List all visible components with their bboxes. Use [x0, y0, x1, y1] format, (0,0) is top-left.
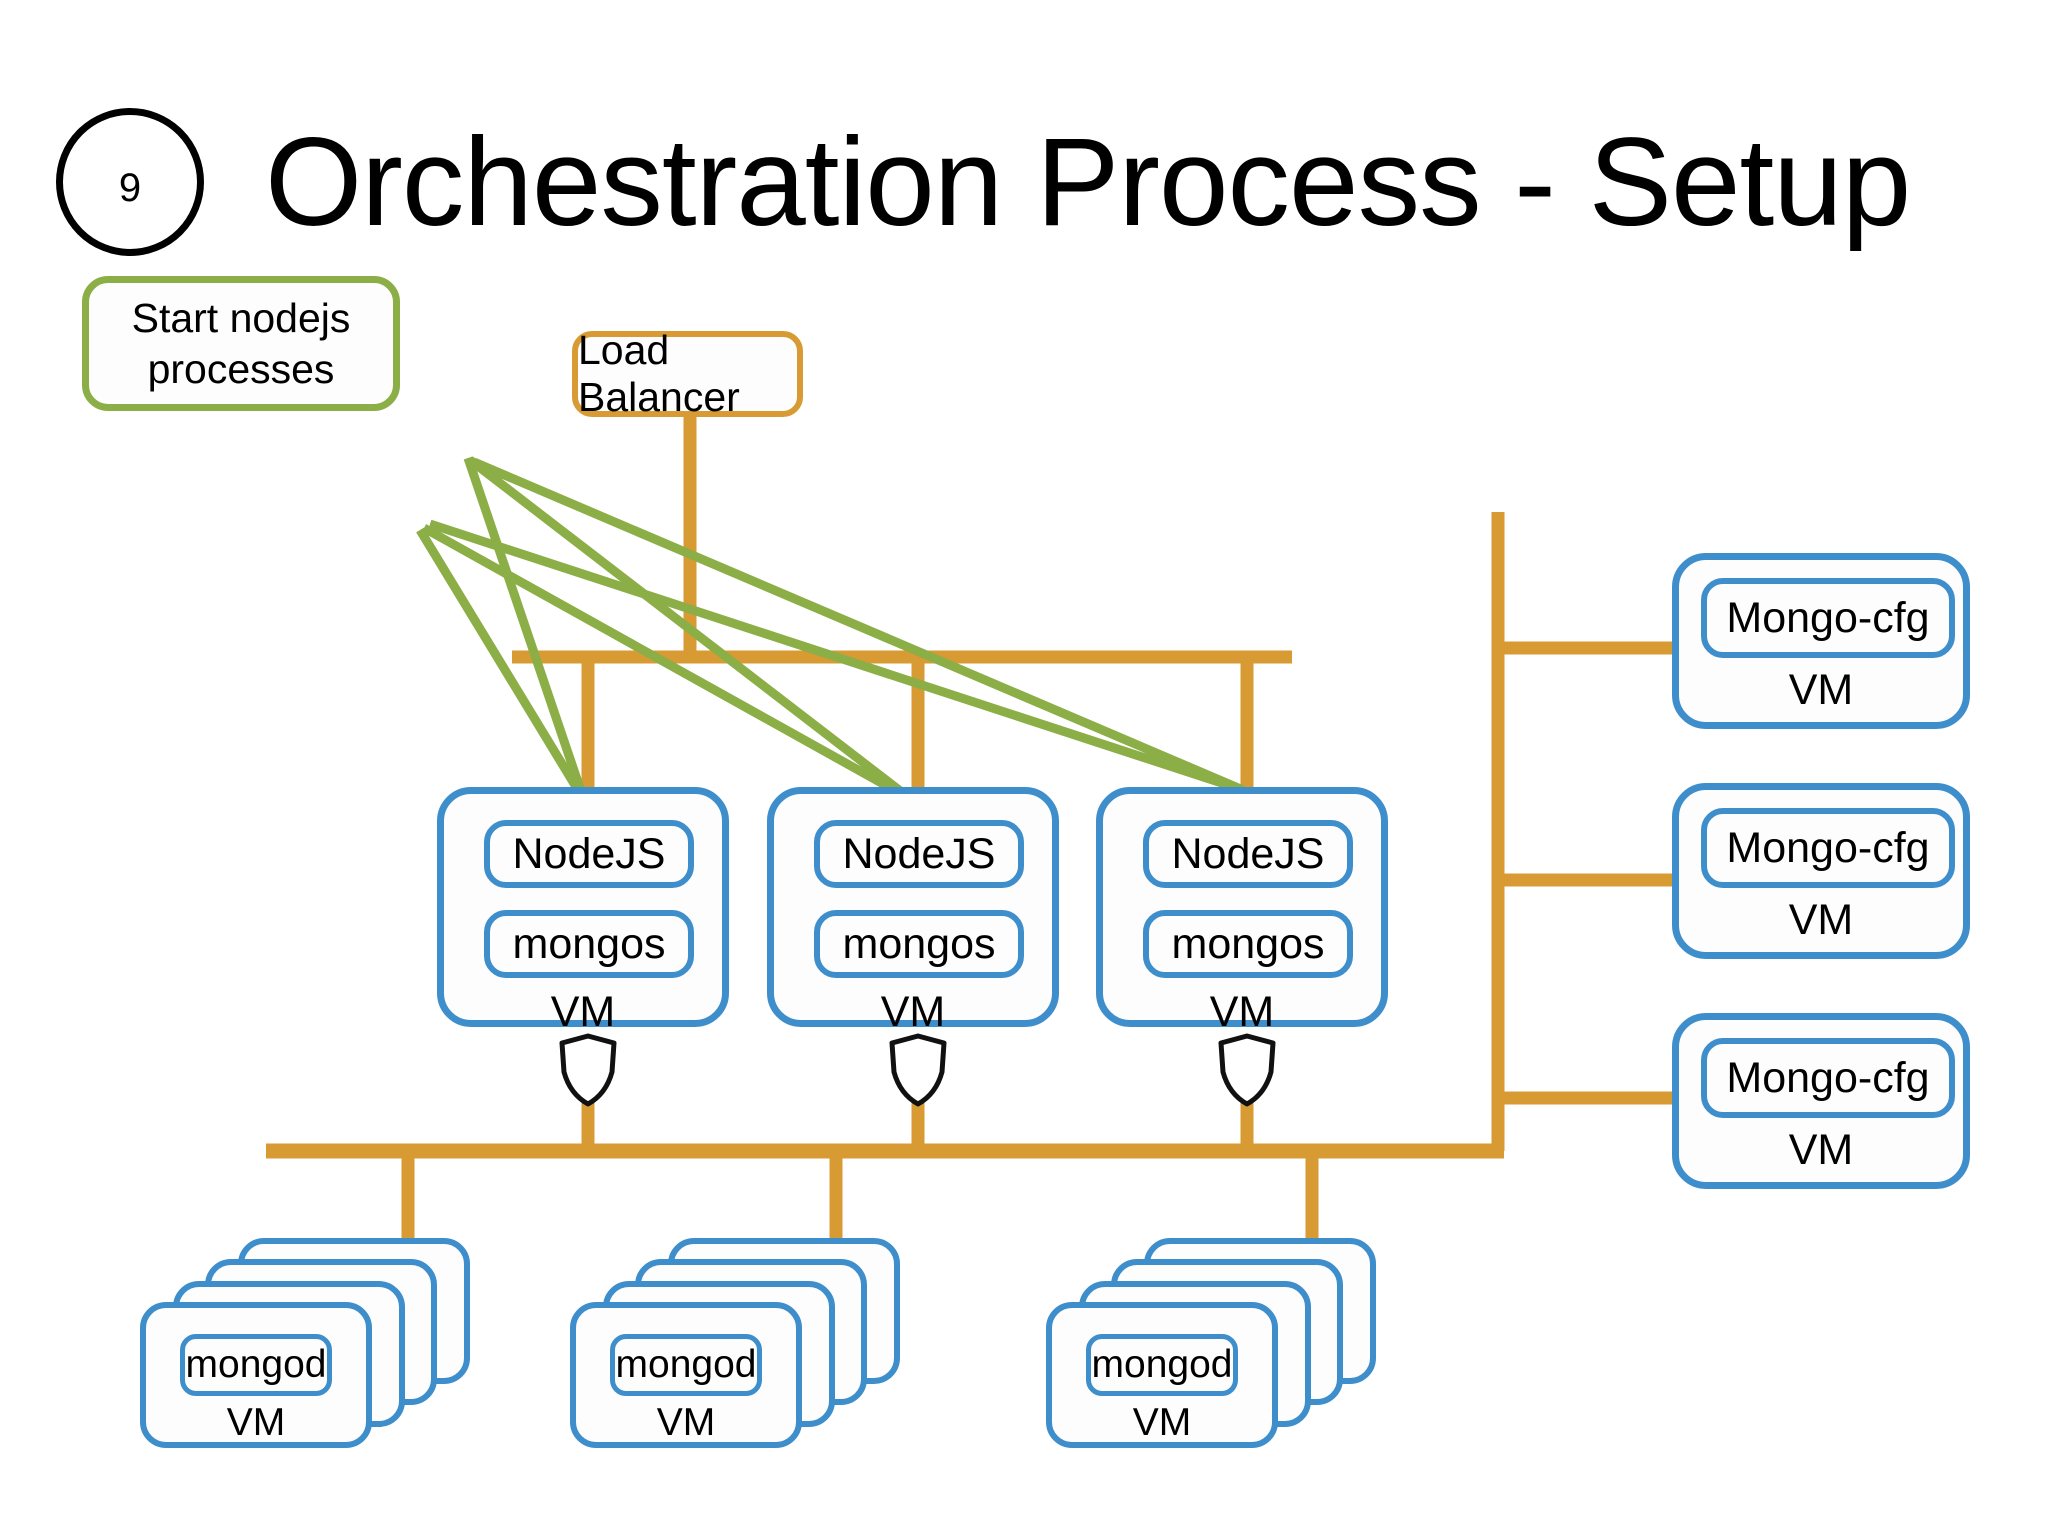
callout-line-2: processes [147, 345, 335, 392]
config-vm-3-label: Mongo-cfg [1726, 1053, 1930, 1102]
slide-number: 9 [118, 166, 142, 210]
app-vm-1-nodejs-label: NodeJS [512, 829, 666, 878]
shield-icon [1218, 1033, 1276, 1107]
slide-number-badge: 9 [56, 108, 204, 256]
app-vm-1-nodejs[interactable]: NodeJS [484, 820, 694, 888]
app-vm-3-mongos-label: mongos [1171, 919, 1325, 968]
wire-callout-tail-2 [416, 527, 588, 803]
config-vm-2[interactable]: Mongo-cfg VM [1672, 783, 1970, 959]
config-vm-3-service[interactable]: Mongo-cfg [1701, 1038, 1955, 1118]
shard-3-mongod-label: mongod [1091, 1343, 1233, 1386]
app-vm-3-nodejs[interactable]: NodeJS [1143, 820, 1353, 888]
shard-2-vm-label: VM [656, 1401, 716, 1444]
app-vm-2-vm-label: VM [880, 988, 946, 1036]
shard-1-vm-label: VM [226, 1401, 286, 1444]
load-balancer-label: Load Balancer [578, 327, 740, 420]
shield-icon [559, 1033, 617, 1107]
app-vm-3[interactable]: NodeJS mongos VM [1096, 787, 1388, 1036]
wire-callout-fan-2b [421, 524, 915, 804]
wire-callout-tail-1 [463, 456, 589, 802]
shard-stack-2[interactable]: mongod VM [570, 1238, 900, 1448]
app-vm-2-mongos[interactable]: mongos [814, 910, 1024, 978]
shard-3-mongod[interactable]: mongod [1086, 1334, 1238, 1396]
app-vm-3-vm-label: VM [1209, 988, 1275, 1036]
shard-stack-1[interactable]: mongod VM [140, 1238, 470, 1448]
app-vm-2[interactable]: NodeJS mongos VM [767, 787, 1059, 1036]
shard-2-mongod[interactable]: mongod [610, 1334, 762, 1396]
wire-callout-fan-2a [467, 456, 915, 804]
shard-2-mongod-label: mongod [615, 1343, 757, 1386]
app-vm-3-nodejs-label: NodeJS [1171, 829, 1325, 878]
page-title: Orchestration Process - Setup [265, 112, 1911, 252]
config-vm-2-label: Mongo-cfg [1726, 823, 1930, 872]
config-vm-3[interactable]: Mongo-cfg VM [1672, 1013, 1970, 1189]
wire-callout-fan-3b [428, 519, 1245, 795]
config-vm-1[interactable]: Mongo-cfg VM [1672, 553, 1970, 729]
shield-icon [889, 1033, 947, 1107]
callout-start-nodejs[interactable]: Start nodejs processes [82, 276, 400, 411]
wire-callout-fan-3a [472, 457, 1245, 795]
app-vm-1-mongos-label: mongos [512, 919, 666, 968]
config-vm-1-vm-label: VM [1788, 666, 1854, 714]
app-vm-3-mongos[interactable]: mongos [1143, 910, 1353, 978]
callout-line-1: Start nodejs [131, 295, 351, 342]
config-vm-1-service[interactable]: Mongo-cfg [1701, 578, 1955, 658]
config-vm-2-vm-label: VM [1788, 896, 1854, 944]
app-vm-2-mongos-label: mongos [842, 919, 996, 968]
shard-3-vm-label: VM [1132, 1401, 1192, 1444]
app-vm-1-vm-label: VM [550, 988, 616, 1036]
shard-stack-3[interactable]: mongod VM [1046, 1238, 1376, 1448]
config-vm-2-service[interactable]: Mongo-cfg [1701, 808, 1955, 888]
app-vm-1-mongos[interactable]: mongos [484, 910, 694, 978]
config-vm-1-label: Mongo-cfg [1726, 593, 1930, 642]
app-vm-2-nodejs[interactable]: NodeJS [814, 820, 1024, 888]
shard-1-mongod[interactable]: mongod [180, 1334, 332, 1396]
load-balancer-node[interactable]: Load Balancer [572, 327, 803, 420]
app-vm-1[interactable]: NodeJS mongos VM [437, 787, 729, 1036]
shard-1-mongod-label: mongod [185, 1343, 327, 1386]
config-vm-3-vm-label: VM [1788, 1126, 1854, 1174]
app-vm-2-nodejs-label: NodeJS [842, 829, 996, 878]
